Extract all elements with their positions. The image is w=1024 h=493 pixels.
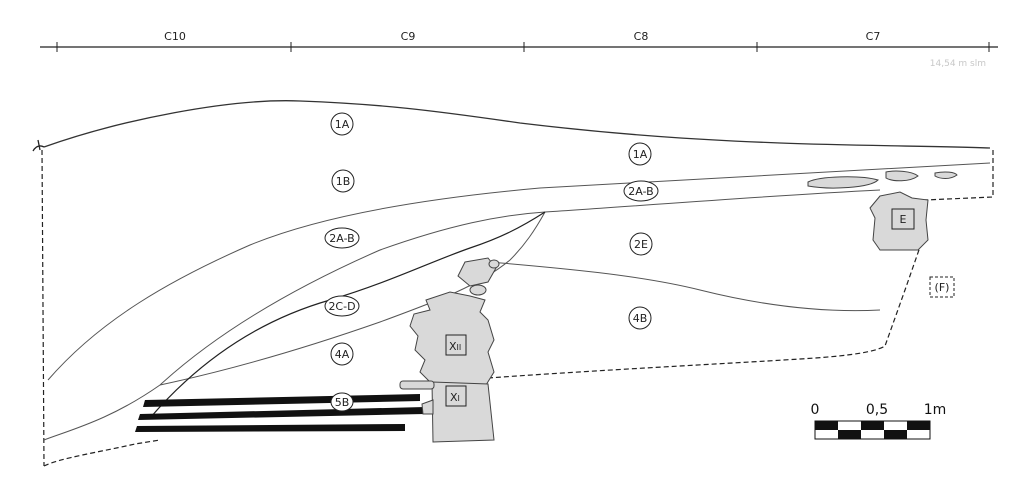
grid-axis [40,42,998,52]
feature-xii-label: XII [449,340,461,353]
svg-text:4A: 4A [335,348,350,361]
feature-f-label: (F) [935,281,950,294]
layer-label-4b: 4B [628,306,652,330]
layer-5b-bands [135,394,425,432]
elevation-label: 14,54 m slm [930,59,986,69]
layer-label-1a-right: 1A [628,142,652,166]
grid-label-c10: C10 [164,30,186,43]
svg-text:2E: 2E [634,238,648,251]
svg-text:4B: 4B [633,312,648,325]
interface-2cd-4a [159,211,546,386]
svg-text:1A: 1A [633,148,648,161]
interface-2e-4b [489,261,881,312]
interface-4a-dark [149,211,546,419]
layer-label-2e: 2E [629,232,653,256]
surface-line [43,100,991,149]
scale-label-1m: 1m [924,402,947,418]
bottom-boundary-left [43,439,161,467]
feature-e-label: E [900,213,907,226]
layer-label-4a: 4A [330,342,354,366]
layer-label-1a-left: 1A [330,112,354,136]
scale-bar [814,420,931,440]
layer-label-1b: 1B [331,169,355,193]
feature-xi-box [445,385,467,407]
grid-label-c8: C8 [634,30,649,43]
right-boundary [924,150,994,201]
svg-text:1A: 1A [335,118,350,131]
svg-text:5B: 5B [335,396,350,409]
stone-structure-x [399,257,500,443]
feature-xii-box [445,334,467,356]
layer-label-5b: 5B [330,392,354,412]
scale-label-half: 0,5 [866,402,888,418]
stone-structure-e [807,170,958,251]
interface-1b-2ab [47,162,991,381]
feature-e-box [891,208,915,230]
svg-text:1B: 1B [336,175,351,188]
scale-label-0: 0 [811,402,820,418]
svg-text:2A-B: 2A-B [329,232,354,245]
surface-marker [32,139,45,152]
layer-label-2ab-right: 2A-B [623,180,659,202]
left-boundary [41,149,45,467]
svg-text:2A-B: 2A-B [628,185,653,198]
svg-text:2C-D: 2C-D [328,300,355,313]
grid-label-c7: C7 [866,30,881,43]
interface-2ab-2cd [43,189,881,441]
layer-label-2cd: 2C-D [324,295,360,317]
grid-label-c9: C9 [401,30,416,43]
layer-label-2ab-left: 2A-B [324,227,360,249]
feature-xi-label: XI [450,391,460,404]
bottom-boundary-right [487,246,921,379]
feature-f-box [929,276,955,298]
